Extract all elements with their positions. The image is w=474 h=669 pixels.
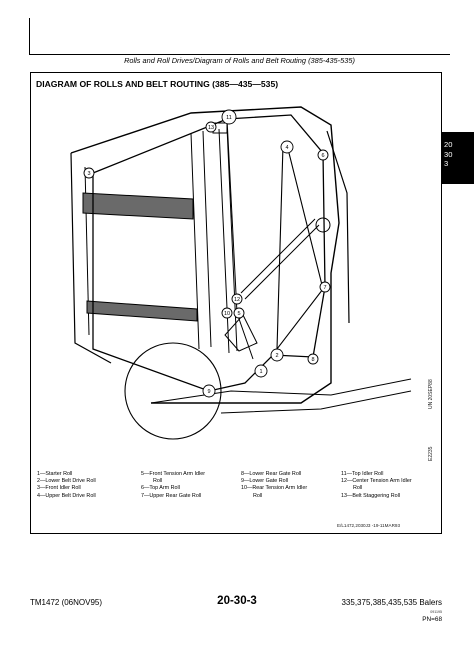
- roll-6: 6: [317, 149, 329, 161]
- legend-item: 4—Upper Belt Drive Roll: [37, 492, 96, 499]
- legend-item: 1—Starter Roll: [37, 471, 73, 477]
- roll-label-11: 11: [226, 115, 232, 121]
- legend-column-1: 1—Starter Roll 2—Lower Belt Drive Roll 3…: [37, 471, 96, 500]
- header-rule-horizontal: [29, 54, 450, 55]
- footer-manual-number: TM1472 (06NOV95): [30, 598, 103, 607]
- access-port: [315, 217, 331, 233]
- legend-item: 10—Rear Tension Arm Idler: [241, 485, 308, 492]
- roll-label-6: 6: [321, 153, 324, 159]
- header-rule-vertical: [29, 18, 30, 54]
- front-wall: [70, 152, 112, 364]
- legend-column-2: 5—Front Tension Arm Idler Roll 6—Top Arm…: [141, 471, 205, 500]
- figure-side-code-1: UN 20SEP88: [428, 379, 434, 409]
- roll-8: 8: [307, 353, 319, 365]
- side-panel-lower: [86, 300, 198, 322]
- figure-panel: DIAGRAM OF ROLLS AND BELT ROUTING (385—4…: [30, 72, 442, 534]
- legend-item: 7—Upper Rear Gate Roll: [141, 492, 202, 499]
- baler-frame-outline: [70, 106, 340, 404]
- roll-label-8: 8: [311, 357, 314, 363]
- roll-12: 12: [231, 293, 243, 305]
- legend-item: 11—Top Idler Roll: [341, 471, 384, 477]
- roll-9: 9: [202, 384, 216, 398]
- page-header-title: Rolls and Roll Drives/Diagram of Rolls a…: [124, 56, 355, 65]
- footer-models: 335,375,385,435,535 Balers: [341, 598, 442, 607]
- roll-7: 7: [319, 281, 331, 293]
- right-frame: [326, 130, 350, 324]
- legend-column-4: 11—Top Idler Roll 12—Center Tension Arm …: [341, 471, 412, 500]
- floor-line-2: [220, 390, 412, 414]
- roll-callouts: 1 2 3 4 5 6 7 8 9 10 11 12 13: [83, 109, 331, 398]
- belt-path-arm: [276, 143, 324, 351]
- legend-item-continuation: Roll: [153, 478, 163, 485]
- roll-label-13: 13: [208, 125, 214, 131]
- footer-pn: PN=68: [422, 616, 442, 623]
- figure-reference-code: E/L1472,2030J3 -19-11MAR93: [337, 523, 400, 528]
- legend-item: 2—Lower Belt Drive Roll: [37, 478, 96, 485]
- figure-side-code-2: E2235: [428, 446, 434, 461]
- roll-2: 2: [270, 348, 284, 362]
- roll-5: 5: [233, 307, 245, 319]
- section-tab: 20 30 3: [442, 132, 474, 184]
- legend-item-continuation: Roll: [353, 485, 363, 492]
- channel-right: [218, 126, 238, 354]
- legend-item: 8—Lower Rear Gate Roll: [241, 471, 302, 477]
- roll-label-7: 7: [323, 285, 326, 291]
- belt-routing-diagram: 1 2 3 4 5 6 7 8 9 10 11 12 13: [70, 106, 412, 440]
- roll-label-5: 5: [237, 311, 240, 317]
- roll-label-10: 10: [224, 311, 230, 317]
- roll-label-1: 1: [259, 369, 262, 375]
- roll-3: 3: [83, 167, 95, 179]
- bale-chamber-circle: [124, 342, 222, 440]
- channel-left: [190, 130, 212, 350]
- legend-item: 12—Center Tension Arm Idler: [341, 478, 412, 485]
- legend-item: 6—Top Arm Roll: [141, 485, 180, 492]
- legend-item: 5—Front Tension Arm Idler: [141, 471, 206, 477]
- section-tab-line-3: 3: [444, 159, 449, 168]
- roll-label-2: 2: [275, 353, 278, 359]
- roll-label-12: 12: [234, 297, 240, 303]
- legend-item: 3—Front Idler Roll: [37, 485, 81, 492]
- roll-11: 11: [221, 109, 237, 125]
- legend-item: 13—Belt Staggering Roll: [341, 492, 401, 499]
- legend-item-continuation: Roll: [253, 492, 263, 499]
- legend-column-3: 8—Lower Rear Gate Roll 9—Lower Gate Roll…: [241, 471, 307, 500]
- side-panel-upper: [82, 192, 194, 220]
- section-tab-line-2: 30: [444, 149, 453, 159]
- footer-small-code: 091195: [430, 610, 442, 614]
- roll-10: 10: [221, 307, 233, 319]
- roll-label-3: 3: [87, 171, 90, 177]
- roll-1: 1: [254, 364, 268, 378]
- figure-title: DIAGRAM OF ROLLS AND BELT ROUTING (385—4…: [36, 79, 279, 89]
- arm-lines: [240, 218, 320, 300]
- belt-path-inner: [226, 118, 254, 360]
- floor-line: [150, 378, 412, 404]
- roll-4: 4: [280, 140, 294, 154]
- roll-13: 13: [205, 121, 217, 133]
- legend-item: 9—Lower Gate Roll: [241, 478, 289, 485]
- belt-path-lower: [224, 314, 258, 352]
- roll-label-4: 4: [285, 145, 288, 151]
- footer-page-number: 20-30-3: [217, 595, 257, 607]
- section-tab-line-1: 20: [444, 140, 453, 149]
- roll-label-9: 9: [207, 389, 210, 395]
